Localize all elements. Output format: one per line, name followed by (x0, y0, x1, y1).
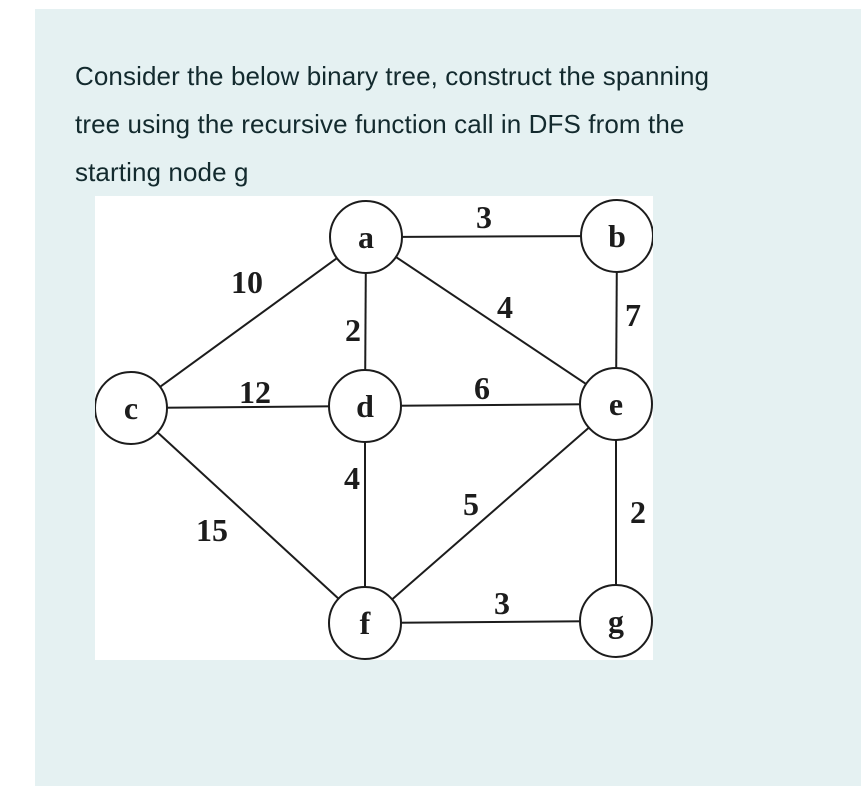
edge-weight-c-f: 15 (196, 512, 228, 548)
node-label-c: c (124, 390, 138, 426)
question-line-1: Consider the below binary tree, construc… (75, 61, 710, 91)
node-label-g: g (608, 603, 624, 639)
node-label-d: d (356, 388, 374, 424)
graph-diagram: 3 10 2 4 7 12 6 15 4 5 2 3 a b c d e f g (95, 196, 653, 660)
edge-weight-a-c: 10 (231, 264, 263, 300)
question-panel: Consider the below binary tree, construc… (35, 9, 861, 786)
edge-weight-d-e: 6 (474, 370, 490, 406)
edge-weight-f-g: 3 (494, 585, 510, 621)
edge-c-f (130, 407, 366, 624)
edge-c-d (130, 405, 366, 409)
edge-e-f (364, 403, 617, 624)
graph-svg: 3 10 2 4 7 12 6 15 4 5 2 3 a b c d e f g (95, 199, 653, 660)
edge-weight-a-d: 2 (345, 312, 361, 348)
node-c (95, 371, 168, 445)
edge-weight-a-b: 3 (476, 199, 492, 235)
question-line-3: starting node g (75, 157, 249, 187)
question-text: Consider the below binary tree, construc… (75, 52, 709, 196)
node-label-b: b (608, 218, 626, 254)
node-label-f: f (360, 605, 371, 641)
edge-f-g (364, 620, 617, 624)
node-e (579, 367, 653, 441)
edge-weight-b-e: 7 (625, 297, 641, 333)
edge-weight-e-f: 5 (463, 486, 479, 522)
question-line-2: tree using the recursive function call i… (75, 109, 685, 139)
node-a (329, 200, 403, 274)
edge-weight-a-e: 4 (497, 289, 513, 325)
edge-weight-c-d: 12 (239, 374, 271, 410)
node-b (580, 199, 653, 273)
edge-weight-d-f: 4 (344, 460, 360, 496)
node-g (579, 584, 653, 658)
node-f (328, 586, 402, 660)
node-d (328, 369, 402, 443)
edge-weight-e-g: 2 (630, 494, 646, 530)
edge-d-e (364, 403, 617, 407)
edge-a-c (130, 236, 367, 409)
node-label-e: e (609, 386, 623, 422)
edge-a-e (365, 236, 617, 405)
edge-a-b (365, 235, 618, 238)
node-label-a: a (358, 219, 374, 255)
